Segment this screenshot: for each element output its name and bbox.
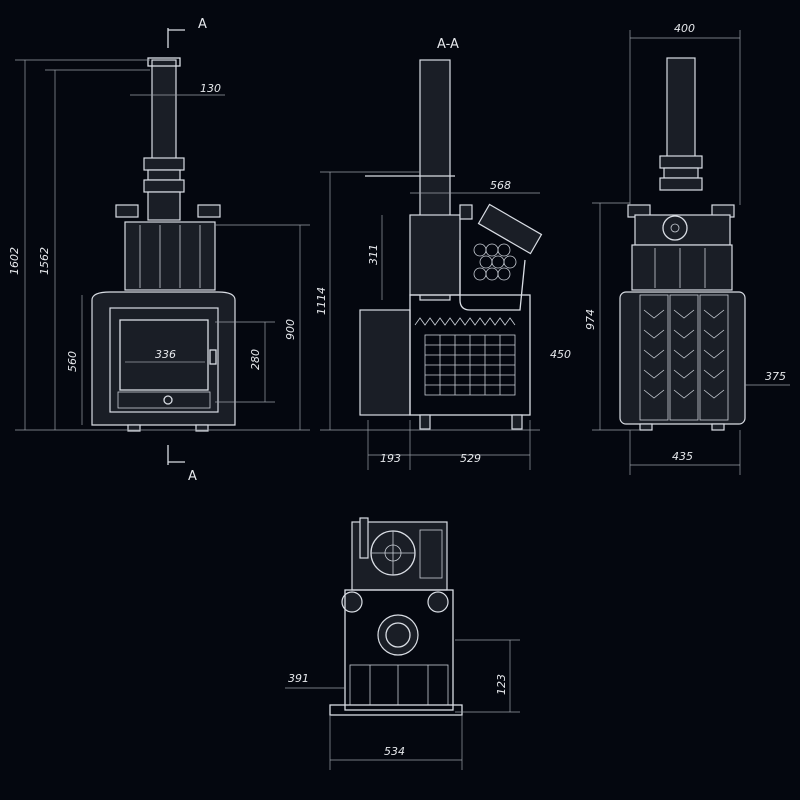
dim-side-top-width: 400	[674, 22, 695, 35]
section-dimensions: 1114 568 311 450 193 529	[315, 171, 571, 470]
dim-section-width-top: 568	[490, 179, 511, 192]
dim-side-height: 974	[584, 309, 597, 330]
dim-front-depth: 193	[380, 452, 401, 465]
dim-body-height: 560	[66, 351, 79, 372]
side-dimensions: 400 974 375 435	[584, 22, 790, 475]
dim-total-height: 1602	[8, 247, 21, 275]
side-view	[619, 57, 746, 431]
section-mark-bottom: A	[188, 469, 197, 484]
dim-side-bottom-width: 435	[672, 450, 693, 463]
dim-height-2: 1562	[38, 247, 51, 275]
dim-side-side: 375	[765, 370, 786, 383]
dim-door-width: 336	[155, 348, 176, 361]
front-dimensions: 1602 1562 130 560 336 280 900 A A	[8, 17, 310, 484]
front-view	[91, 57, 236, 432]
dim-section-side: 450	[550, 348, 571, 361]
dim-section-height: 1114	[315, 287, 328, 315]
section-title: A-A	[437, 37, 459, 52]
section-view: A-A	[359, 37, 543, 430]
top-view	[329, 517, 463, 716]
dim-chimney: 130	[200, 82, 221, 95]
dim-top-left: 391	[288, 672, 309, 685]
dim-tank-height: 311	[367, 244, 380, 265]
section-mark-top: A	[198, 17, 207, 32]
dim-box-height: 900	[284, 319, 297, 340]
top-dimensions: 391 123 534	[285, 639, 520, 770]
dim-depth: 529	[460, 452, 481, 465]
dim-top-right: 123	[495, 674, 508, 695]
dim-top-width: 534	[384, 745, 405, 758]
dim-door-height: 280	[249, 349, 262, 370]
